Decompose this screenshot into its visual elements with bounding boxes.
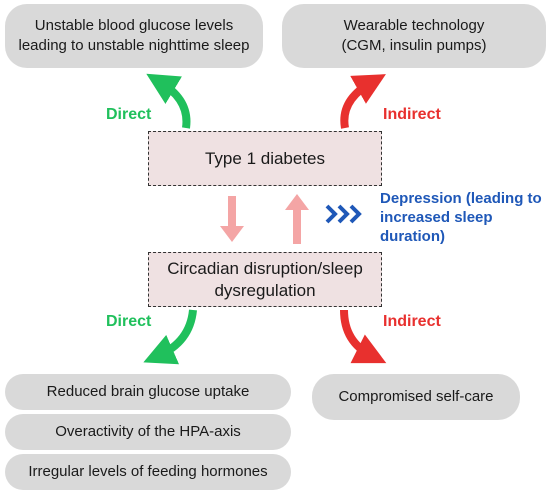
bottom-left-box-2: Overactivity of the HPA-axis [5, 414, 291, 450]
type1-diabetes-box: Type 1 diabetes [148, 131, 382, 186]
pink-down-arrow [220, 196, 244, 242]
top-left-box: Unstable blood glucose levels leading to… [5, 4, 263, 68]
top-left-box-text: Unstable blood glucose levels leading to… [18, 17, 250, 54]
depression-note-text: Depression (leading to increased sleep d… [380, 190, 542, 245]
indirect-top-arrow [340, 74, 386, 129]
bottom-left-box-3-text: Irregular levels of feeding hormones [28, 463, 268, 480]
circadian-text: Circadian disruption/sleep dysregulation [167, 258, 363, 300]
blue-chevrons [325, 204, 362, 224]
direct-bottom-arrow [143, 309, 197, 365]
direct-top-arrow [146, 73, 191, 129]
indirect-top-label: Indirect [383, 106, 441, 123]
pink-up-arrow [285, 194, 309, 244]
bottom-left-box-3: Irregular levels of feeding hormones [5, 454, 291, 490]
bottom-right-box: Compromised self-care [312, 374, 520, 420]
indirect-bottom-label: Indirect [383, 313, 441, 330]
bottom-left-box-1: Reduced brain glucose uptake [5, 374, 291, 410]
bottom-left-box-1-text: Reduced brain glucose uptake [46, 383, 250, 400]
top-right-box: Wearable technology (CGM, insulin pumps) [282, 4, 546, 68]
direct-bottom-label: Direct [106, 313, 152, 330]
direct-top-label: Direct [106, 106, 152, 123]
indirect-bottom-arrow [340, 309, 387, 364]
circadian-box: Circadian disruption/sleep dysregulation [148, 252, 382, 307]
depression-note: Depression (leading to increased sleep d… [380, 189, 545, 246]
top-right-box-text: Wearable technology (CGM, insulin pumps) [341, 17, 487, 54]
bottom-right-box-text: Compromised self-care [338, 388, 494, 405]
type1-diabetes-text: Type 1 diabetes [204, 148, 326, 168]
bottom-left-box-2-text: Overactivity of the HPA-axis [55, 423, 241, 440]
